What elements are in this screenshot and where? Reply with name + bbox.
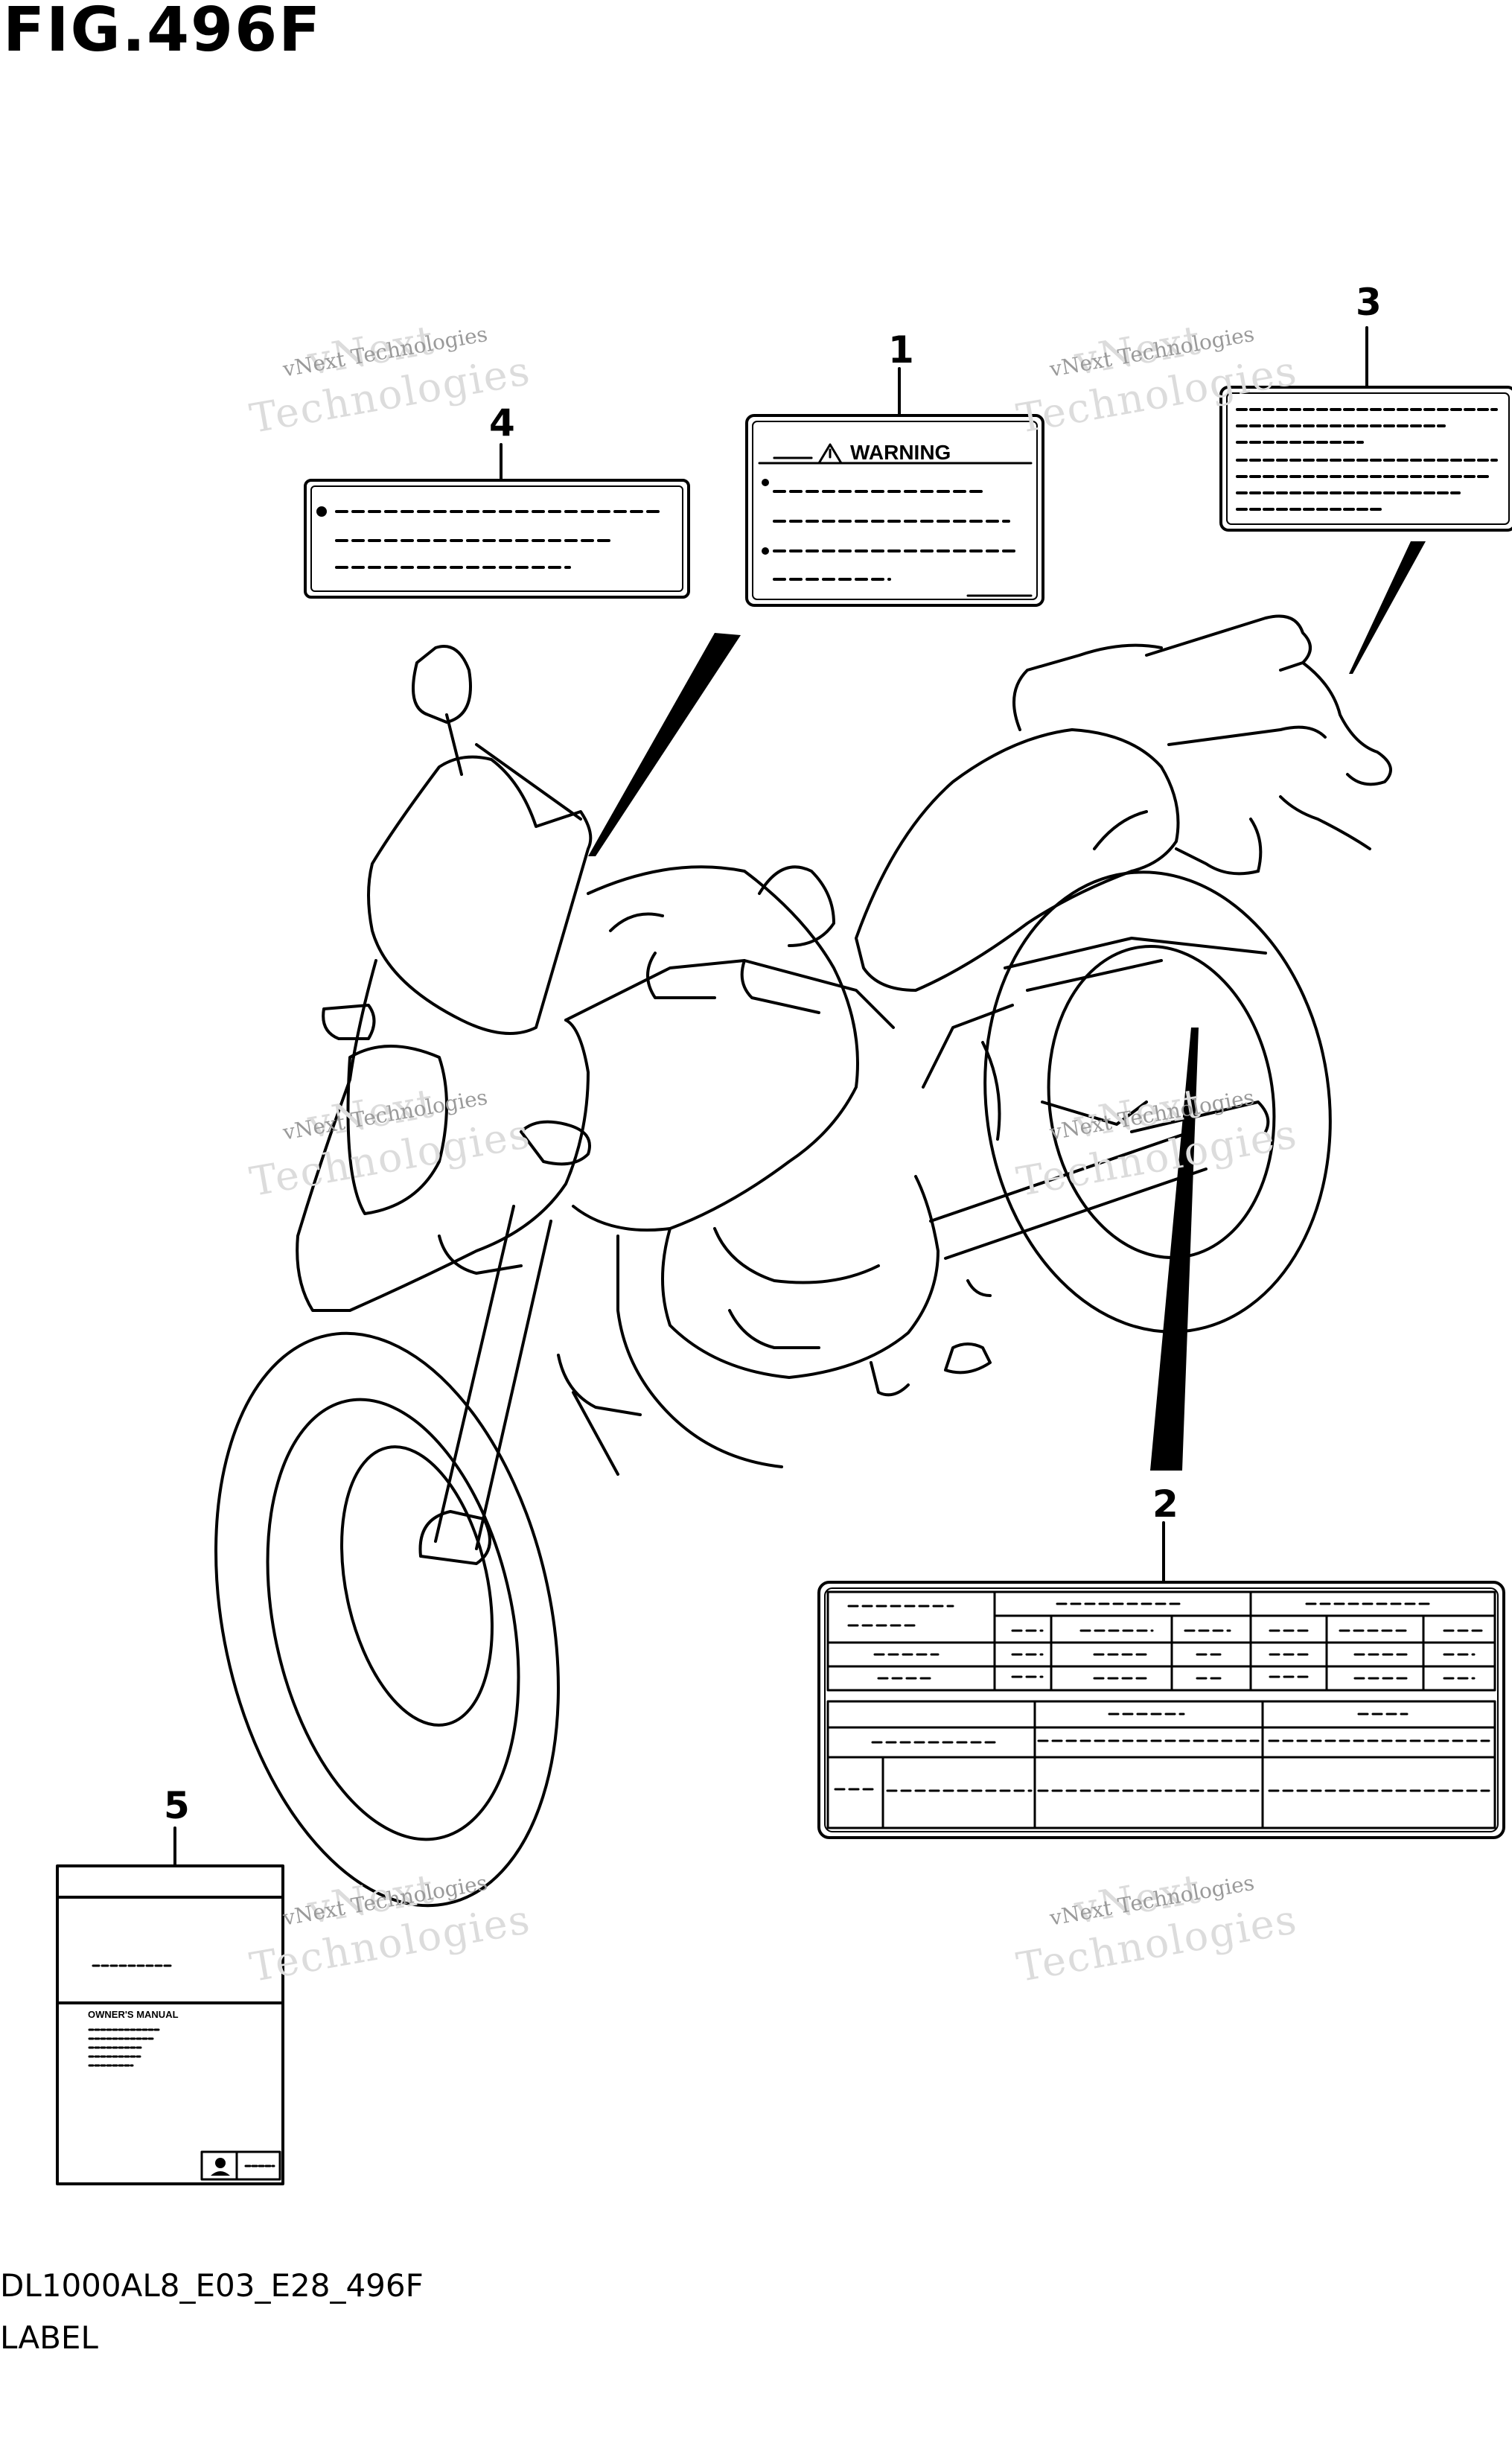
diagram-label: LABEL — [0, 2319, 98, 2356]
label-3-panel — [1219, 386, 1512, 532]
leader-wedge-2 — [1150, 1028, 1199, 1471]
owners-manual-text: OWNER'S MANUAL — [88, 2009, 179, 2020]
callout-4: 4 — [489, 401, 515, 445]
leader-wedge-1 — [588, 633, 741, 856]
label-1-warning-panel — [745, 414, 1044, 607]
figure-title: FIG.496F — [3, 0, 322, 66]
callout-3: 3 — [1356, 281, 1382, 324]
motorcycle-illustration — [214, 614, 1392, 1908]
diagram-code: DL1000AL8_E03_E28_496F — [0, 2267, 424, 2304]
callout-5: 5 — [164, 1784, 190, 1827]
callout-leaders — [173, 326, 1368, 1867]
callout-1: 1 — [888, 328, 914, 372]
label-5-owners-manual — [56, 1864, 284, 2185]
warning-header-text: WARNING — [850, 441, 951, 464]
label-2-spec-table — [817, 1581, 1505, 1839]
leader-wedges — [588, 541, 1426, 1471]
label-4-panel — [304, 479, 690, 599]
leader-wedge-3 — [1349, 541, 1426, 674]
callout-2: 2 — [1152, 1482, 1178, 1526]
